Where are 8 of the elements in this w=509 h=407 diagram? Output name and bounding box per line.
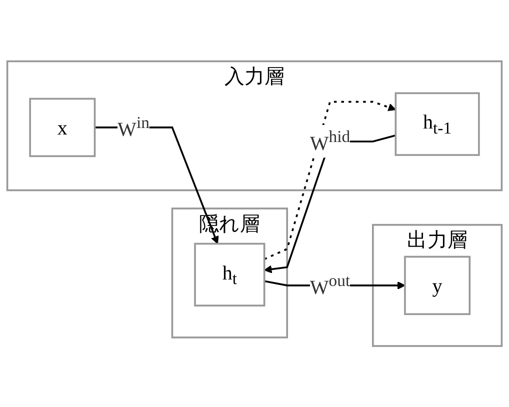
node-box: y [404,256,471,315]
arrow [264,100,396,260]
edge-label: W$^{hid}$ [310,128,350,154]
node-box: h$_{t-1}$ [394,92,480,156]
edge-label: W$^{in}$ [118,113,150,140]
node-box: x [29,98,96,157]
node-box: h$_{t}$ [194,242,266,306]
edge-label: W$^{out}$ [310,271,350,298]
